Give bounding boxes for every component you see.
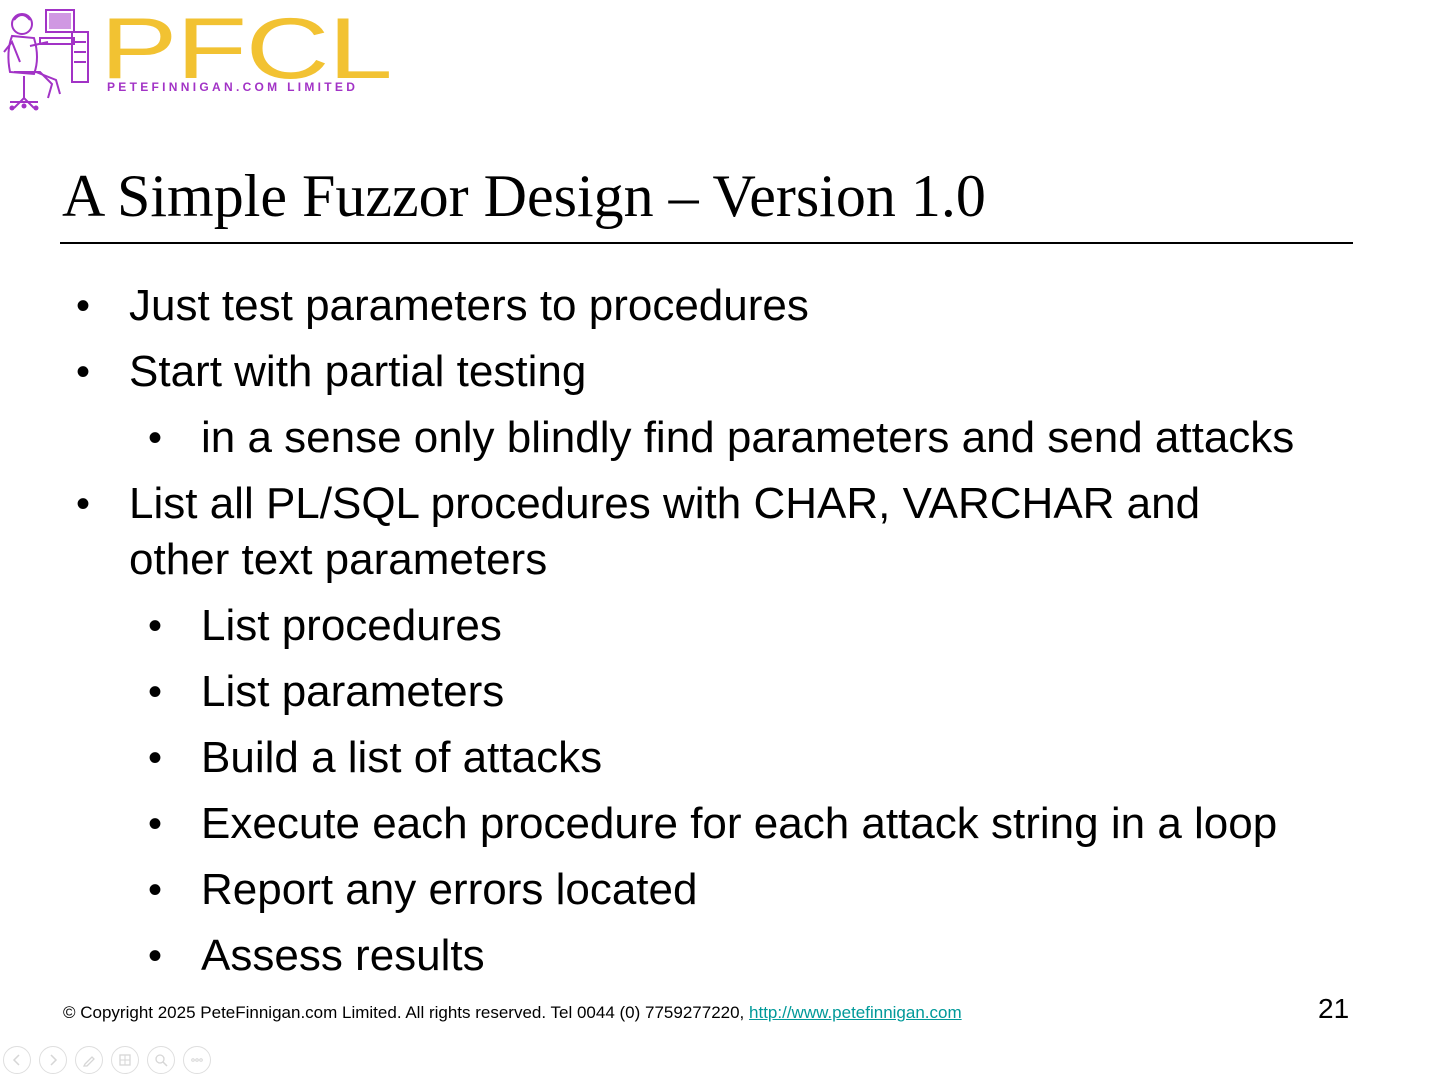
bullet-marker: • [76,350,91,394]
bullet-text: Assess results [201,931,485,980]
bullet-marker: • [148,868,163,912]
bullet-marker: • [148,416,163,460]
bullet-text: Report any errors located [201,865,698,914]
pen-button[interactable] [75,1046,103,1074]
bullet-text: in a sense only blindly find parameters … [201,413,1295,462]
slideshow-toolbar [3,1046,211,1076]
person-at-computer-logo-icon [3,9,89,111]
next-slide-button[interactable] [39,1046,67,1074]
zoom-icon [155,1054,168,1067]
bullet-text: Start with partial testing [129,347,587,396]
bullet-text: List parameters [201,667,505,716]
bullet-text: Execute each procedure for each attack s… [201,799,1278,848]
next-icon [50,1054,58,1066]
pen-icon [82,1056,95,1067]
bullet-marker: • [148,670,163,714]
bullet-marker: • [148,736,163,780]
logo-letters: PFCL [100,1,393,97]
previous-slide-button[interactable] [3,1046,31,1074]
slides-icon [119,1054,131,1066]
website-link[interactable]: http://www.petefinnigan.com [749,1003,962,1022]
bullet-marker: • [148,802,163,846]
bullet-text: Build a list of attacks [201,733,603,782]
page-number: 21 [1318,993,1350,1024]
bullet-marker: • [76,482,91,526]
copyright-text: © Copyright 2025 PeteFinnigan.com Limite… [63,1003,750,1022]
see-all-slides-button[interactable] [111,1046,139,1074]
bullet-text: List procedures [201,601,502,650]
bullet-marker: • [148,604,163,648]
bullet-text: Just test parameters to procedures [129,281,809,330]
more-options-button[interactable] [183,1046,211,1074]
zoom-button[interactable] [147,1046,175,1074]
more-icon [191,1058,203,1062]
bullet-marker: • [148,934,163,978]
slide-title: A Simple Fuzzor Design – Version 1.0 [62,163,986,229]
previous-icon [12,1054,20,1066]
logo-subtitle: PETEFINNIGAN.COM LIMITED [107,80,359,94]
bullet-marker: • [76,284,91,328]
bullet-text: List all PL/SQL procedures with CHAR, VA… [129,479,1201,584]
company-logo: PFCL PETEFINNIGAN.COM LIMITED [0,0,430,115]
title-divider [60,242,1353,244]
footer-copyright: © Copyright 2025 PeteFinnigan.com Limite… [63,1002,962,1024]
